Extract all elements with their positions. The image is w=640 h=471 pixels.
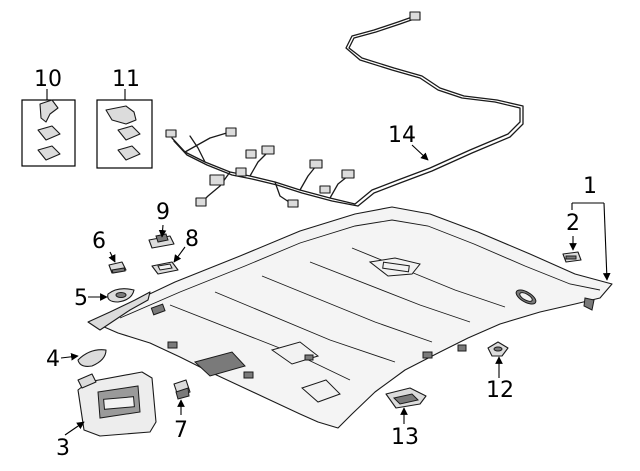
callout-3: 3 <box>56 436 70 461</box>
callout-5: 5 <box>74 286 88 311</box>
part-8-bracket <box>151 261 179 275</box>
kit-10-box <box>21 99 76 167</box>
callout-10: 10 <box>34 67 62 92</box>
part-5-bezel <box>107 288 135 303</box>
callout-labels: 1 2 3 4 5 6 7 8 9 10 11 12 13 14 <box>34 67 597 461</box>
part-12-clip <box>487 341 509 357</box>
callout-14: 14 <box>388 123 416 148</box>
leader-lines <box>46 89 611 436</box>
callout-9: 9 <box>156 200 170 225</box>
part-4-pad <box>77 349 107 367</box>
headliner <box>87 206 613 429</box>
part-6-clip <box>108 261 127 274</box>
part-3-sunvisor <box>77 371 157 437</box>
callout-12: 12 <box>486 378 514 403</box>
callout-7: 7 <box>174 418 188 443</box>
callout-8: 8 <box>185 227 199 252</box>
callout-4: 4 <box>46 347 60 372</box>
part-13-lamp <box>385 387 427 409</box>
part-7-clip <box>173 379 191 400</box>
kit-11-box <box>96 99 153 169</box>
callout-11: 11 <box>112 67 140 92</box>
callout-2: 2 <box>566 211 580 236</box>
callout-6: 6 <box>92 229 106 254</box>
wiring-harness <box>165 11 524 208</box>
callout-13: 13 <box>391 425 419 450</box>
part-9-bracket <box>148 233 175 249</box>
part-2-clip <box>562 251 582 263</box>
callout-1: 1 <box>583 174 597 199</box>
